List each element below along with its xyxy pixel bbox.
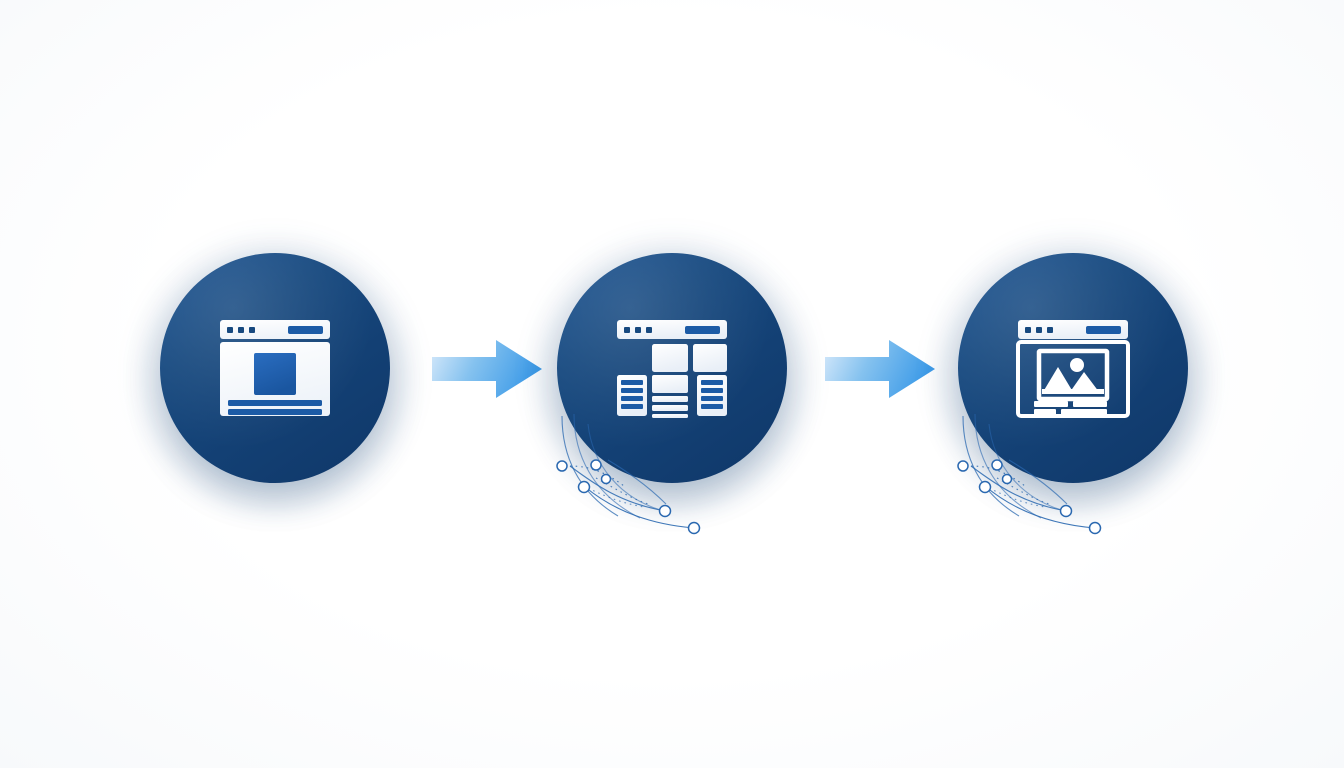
image-page-icon <box>1016 320 1130 418</box>
step-layout-grid[interactable] <box>531 233 813 515</box>
flow-arrow-2 <box>825 338 935 400</box>
layout-grid-icon <box>617 320 727 418</box>
step-browser-page[interactable] <box>134 233 416 515</box>
flow-arrow-1 <box>432 338 542 400</box>
arrow-right-icon <box>432 340 542 398</box>
browser-window-icon <box>220 320 330 416</box>
arrow-right-icon <box>825 340 935 398</box>
step-image-page[interactable] <box>932 233 1214 515</box>
